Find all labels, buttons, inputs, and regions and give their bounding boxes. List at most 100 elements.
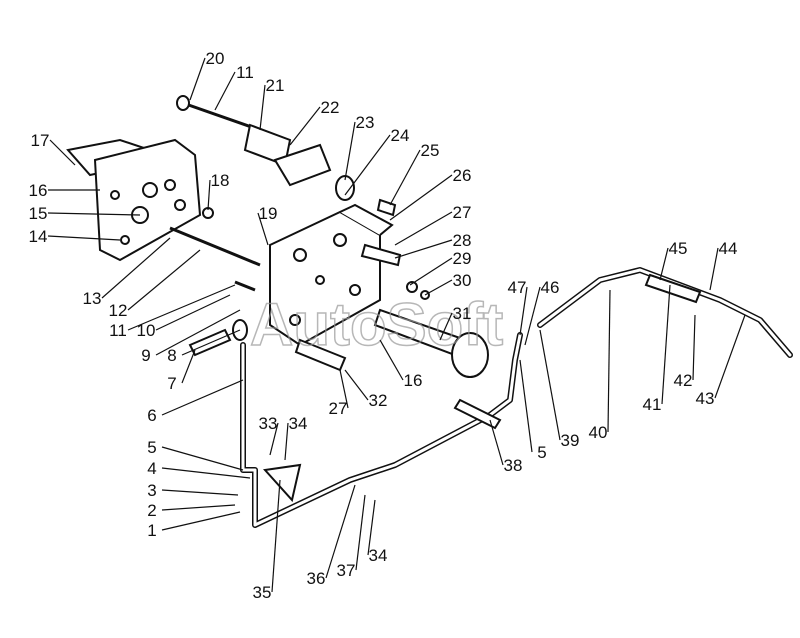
callout-number: 29 bbox=[453, 249, 472, 268]
callout-number: 31 bbox=[453, 304, 472, 323]
callout-number: 18 bbox=[211, 171, 230, 190]
callout-number: 26 bbox=[453, 166, 472, 185]
callout-number: 33 bbox=[259, 414, 278, 433]
leader-lines bbox=[47, 57, 746, 593]
oil-pipes bbox=[240, 267, 793, 528]
callout-labels: 2011212223242526272829303117161514181913… bbox=[29, 49, 738, 602]
callout-number: 10 bbox=[137, 321, 156, 340]
leader-line bbox=[259, 84, 266, 131]
callout-number: 47 bbox=[508, 278, 527, 297]
leader-line bbox=[389, 174, 453, 221]
callout-number: 37 bbox=[337, 561, 356, 580]
callout-number: 45 bbox=[669, 239, 688, 258]
callout-number: 43 bbox=[696, 389, 715, 408]
valve-rod-assembly bbox=[176, 95, 397, 217]
leader-line bbox=[355, 494, 366, 571]
leader-line bbox=[394, 239, 453, 259]
leader-line bbox=[692, 314, 696, 381]
leader-line bbox=[181, 349, 196, 384]
callout-number: 20 bbox=[206, 49, 225, 68]
callout-number: 11 bbox=[109, 321, 127, 340]
callout-number: 15 bbox=[29, 204, 48, 223]
callout-number: 9 bbox=[141, 346, 150, 365]
leader-line bbox=[49, 139, 76, 166]
callout-number: 14 bbox=[29, 227, 48, 246]
leader-line bbox=[161, 446, 244, 471]
leader-line bbox=[289, 106, 321, 146]
leader-line bbox=[214, 71, 236, 111]
leader-line bbox=[189, 57, 206, 101]
callout-number: 34 bbox=[289, 414, 308, 433]
leader-line bbox=[439, 312, 453, 341]
callout-number: 24 bbox=[391, 126, 410, 145]
leader-line bbox=[524, 286, 541, 346]
leader-line bbox=[161, 379, 244, 416]
callout-number: 6 bbox=[147, 406, 156, 425]
callout-number: 38 bbox=[504, 456, 523, 475]
leader-line bbox=[424, 279, 453, 296]
callout-number: 44 bbox=[719, 239, 738, 258]
leader-line bbox=[519, 286, 528, 336]
leader-line bbox=[519, 359, 533, 453]
callout-number: 13 bbox=[83, 289, 102, 308]
callout-number: 32 bbox=[369, 391, 388, 410]
leader-line bbox=[269, 422, 279, 456]
leader-line bbox=[155, 309, 241, 356]
callout-number: 7 bbox=[167, 374, 176, 393]
leader-line bbox=[344, 121, 356, 181]
callout-number: 28 bbox=[453, 231, 472, 250]
callout-number: 1 bbox=[147, 521, 156, 540]
leader-line bbox=[47, 235, 121, 241]
callout-number: 19 bbox=[259, 204, 278, 223]
leader-line bbox=[379, 339, 404, 381]
leader-line bbox=[344, 134, 391, 196]
callout-number: 27 bbox=[453, 203, 472, 222]
leader-line bbox=[101, 237, 171, 299]
leader-line bbox=[489, 419, 504, 466]
leader-line bbox=[47, 212, 141, 216]
leader-line bbox=[207, 179, 211, 211]
callout-number: 2 bbox=[147, 501, 156, 520]
callout-number: 39 bbox=[561, 431, 580, 450]
callout-number: 30 bbox=[453, 271, 472, 290]
leader-line bbox=[607, 289, 611, 433]
leader-line bbox=[344, 369, 369, 401]
callout-number: 11 bbox=[236, 63, 254, 82]
callout-number: 17 bbox=[31, 131, 50, 150]
callout-number: 35 bbox=[253, 583, 272, 602]
leader-line bbox=[284, 422, 289, 461]
leader-line bbox=[127, 249, 201, 311]
callout-number: 36 bbox=[307, 569, 326, 588]
leader-line bbox=[714, 314, 746, 399]
leader-line bbox=[339, 369, 349, 409]
leader-line bbox=[257, 212, 269, 246]
callout-number: 42 bbox=[674, 371, 693, 390]
leader-line bbox=[161, 504, 236, 511]
leader-line bbox=[161, 467, 251, 479]
callout-number: 8 bbox=[167, 346, 176, 365]
leader-line bbox=[389, 149, 421, 206]
leader-line bbox=[271, 479, 281, 593]
callout-number: 27 bbox=[329, 399, 348, 418]
callout-number: 21 bbox=[266, 76, 285, 95]
leader-line bbox=[709, 247, 719, 291]
callout-number: 22 bbox=[321, 98, 340, 117]
leader-line bbox=[325, 484, 356, 579]
callout-number: 4 bbox=[147, 459, 156, 478]
callout-number: 46 bbox=[541, 278, 560, 297]
callout-number: 12 bbox=[109, 301, 128, 320]
distributor-block bbox=[269, 203, 394, 347]
callout-number: 16 bbox=[404, 371, 423, 390]
watermark: AutoSoft bbox=[250, 291, 503, 358]
leader-line bbox=[661, 284, 671, 405]
callout-number: 41 bbox=[643, 395, 662, 414]
callout-number: 25 bbox=[421, 141, 440, 160]
leader-line bbox=[155, 294, 231, 331]
callout-number: 23 bbox=[356, 113, 375, 132]
callout-number: 40 bbox=[589, 423, 608, 442]
callout-number: 34 bbox=[369, 546, 388, 565]
callout-number: 3 bbox=[147, 481, 156, 500]
leader-line bbox=[161, 511, 241, 531]
